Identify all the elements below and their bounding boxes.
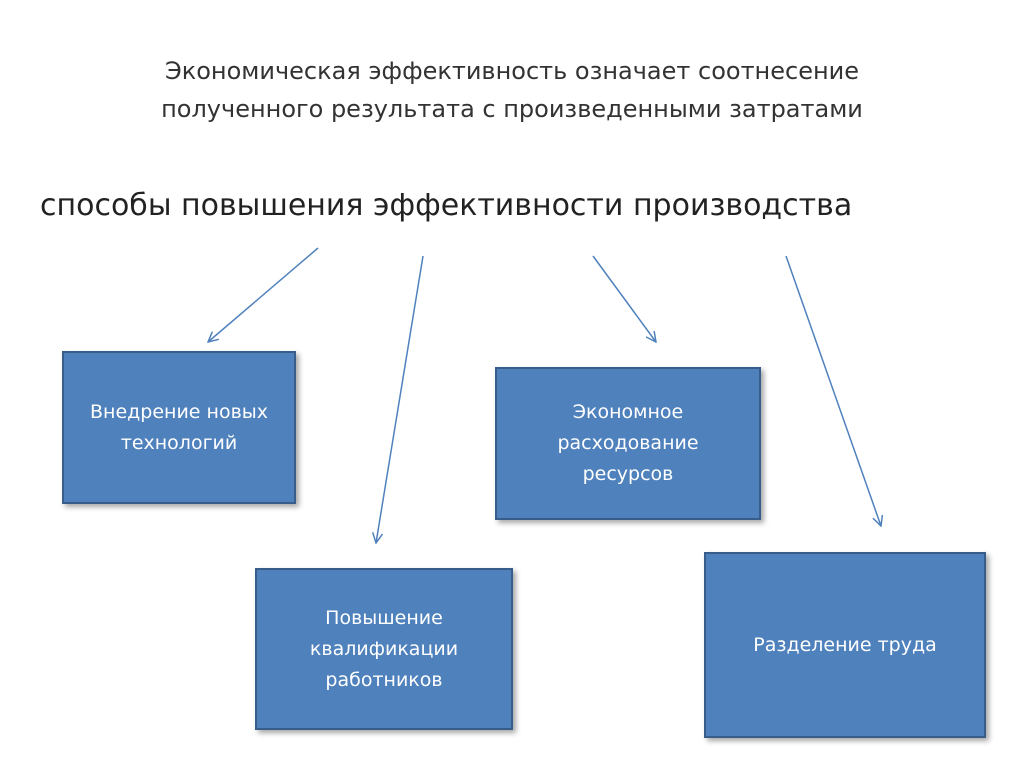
box-2-line-2: квалификации: [309, 637, 459, 660]
box-resource-saving: Экономное расходование ресурсов: [495, 367, 761, 520]
box-2-line-3: работников: [325, 668, 443, 691]
box-3-line-1: Экономное: [572, 401, 684, 423]
arrow-to-box-4: [785, 255, 881, 526]
box-division-of-labor: Разделение труда: [704, 552, 986, 738]
box-4-line-1: Разделение труда: [753, 633, 937, 656]
definition-text: Экономическая эффективность означает соо…: [60, 52, 964, 128]
box-2-line-1: Повышение: [325, 606, 443, 629]
definition-line-1: Экономическая эффективность означает соо…: [164, 57, 860, 85]
diagram-heading: способы повышения эффективности производ…: [40, 188, 853, 223]
box-new-technologies: Внедрение новых технологий: [62, 351, 296, 504]
box-1-line-1: Внедрение новых: [89, 400, 269, 423]
box-1-line-2: технологий: [120, 431, 238, 454]
box-qualification: Повышение квалификации работников: [255, 568, 513, 730]
box-3-line-3: ресурсов: [582, 463, 674, 485]
box-3-line-2: расходование: [557, 432, 699, 454]
arrow-to-box-3: [592, 255, 656, 342]
arrow-to-box-1: [208, 247, 319, 342]
arrow-to-box-2: [376, 255, 424, 543]
definition-line-2: полученного результата с произведенными …: [161, 95, 863, 123]
